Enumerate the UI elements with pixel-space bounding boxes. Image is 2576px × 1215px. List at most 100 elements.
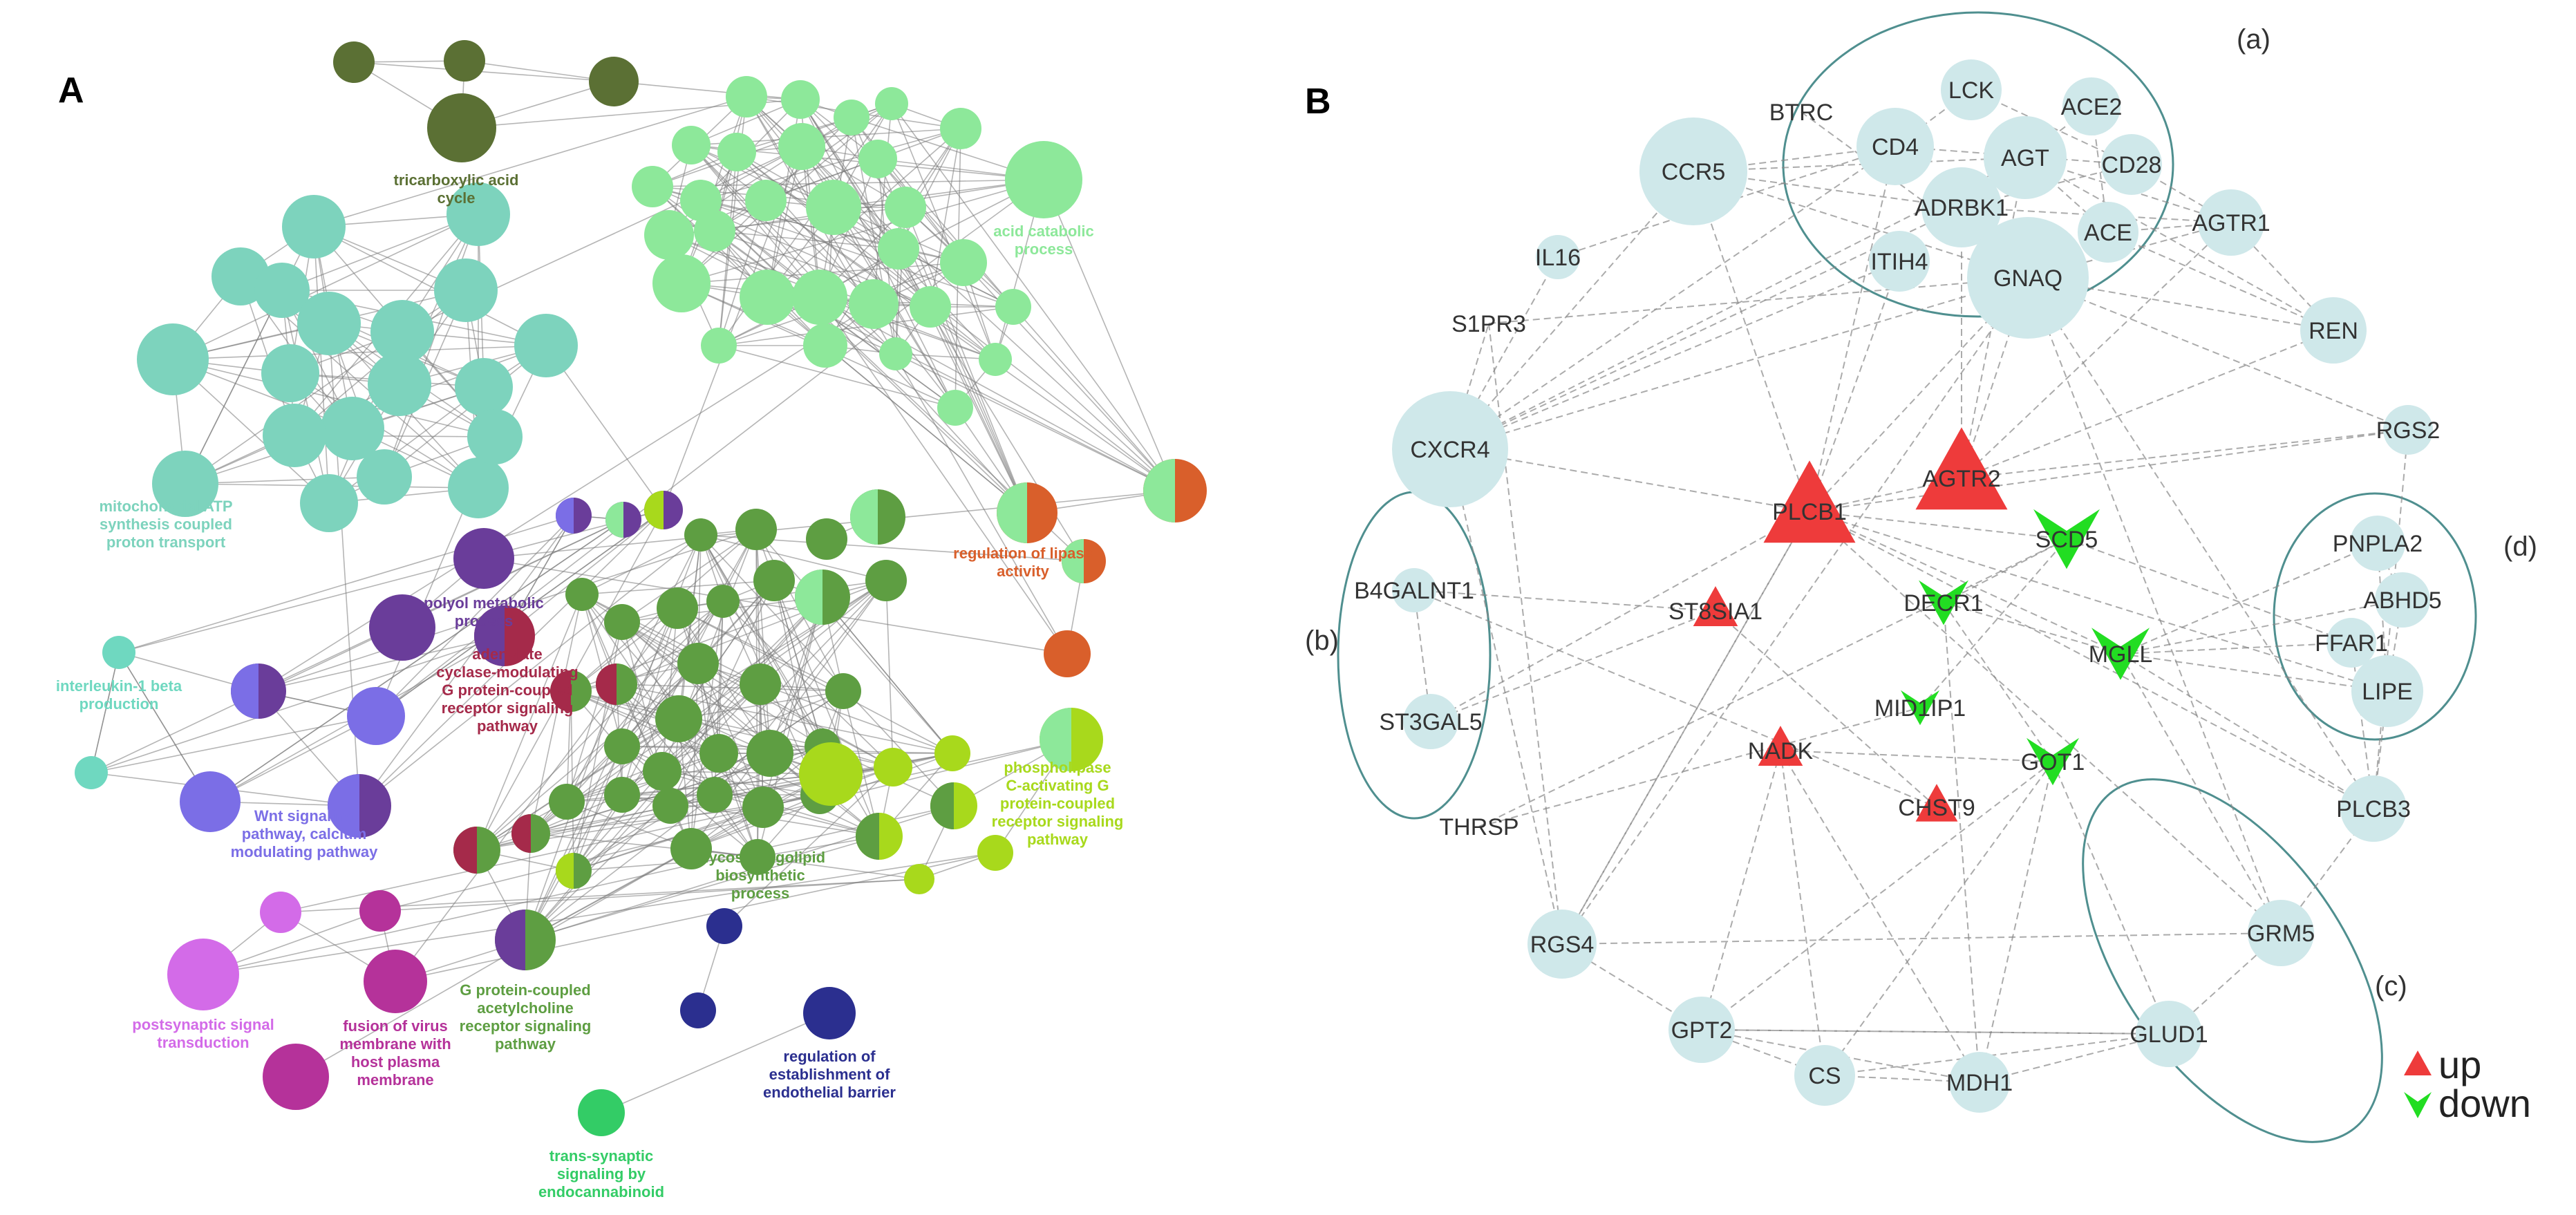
term-node (453, 528, 514, 589)
term-edge (476, 601, 724, 851)
gene-node-pnpla2 (2350, 516, 2405, 571)
term-node (261, 344, 319, 402)
gene-label-ccr5: CCR5 (1662, 159, 1726, 185)
gene-label-cs: CS (1808, 1063, 1841, 1089)
term-node (875, 87, 908, 120)
cluster-label-line: pathway (1027, 831, 1089, 848)
term-edge (384, 214, 479, 478)
cluster-label-line: establishment of (769, 1066, 890, 1083)
down-chevron-mid1ip1 (1901, 690, 1939, 726)
term-node (604, 728, 640, 764)
module-label: (d) (2503, 531, 2537, 562)
term-edge (885, 580, 894, 768)
term-node-pie-slice (453, 827, 477, 874)
term-edge (395, 852, 996, 982)
gene-label-lck: LCK (1948, 77, 1994, 104)
term-edge (91, 635, 505, 773)
gene-label-lipe: LIPE (2362, 679, 2413, 705)
term-edge (700, 200, 1014, 308)
gene-edge (1430, 610, 1716, 722)
term-node (904, 864, 934, 894)
gene-label-pnpla2: PNPLA2 (2333, 531, 2423, 557)
gene-node-adrbk1 (1921, 167, 2002, 247)
gene-edge (1961, 429, 2409, 479)
term-node (604, 777, 640, 813)
term-node (652, 788, 688, 824)
cluster-label-line: cycle (437, 189, 475, 207)
term-edge (581, 534, 702, 595)
term-node (282, 195, 346, 258)
term-edge (375, 262, 964, 717)
gene-node-ccr5 (1639, 117, 1747, 225)
gene-node-ace (2078, 202, 2138, 263)
gene-edge (1961, 330, 2334, 479)
cluster-label-line: transduction (157, 1034, 249, 1051)
term-node (865, 560, 907, 601)
term-edge (313, 96, 747, 227)
gene-edge (1701, 750, 1781, 1030)
term-edge (700, 200, 1028, 514)
term-edge (203, 805, 955, 975)
term-node (995, 289, 1031, 325)
cluster-label-line: process (731, 885, 789, 902)
term-node (849, 279, 899, 329)
down-chevron-got1 (2027, 737, 2079, 786)
term-edge (616, 684, 844, 692)
cluster-label-line: cyclase-modulating (436, 663, 578, 681)
term-edge (185, 290, 283, 484)
term-node (643, 752, 681, 791)
gene-edge (1413, 590, 1716, 612)
term-edge (621, 621, 831, 775)
gene-edge (1693, 171, 1810, 512)
term-edge (718, 345, 956, 408)
cluster-label-line: adenylate (472, 646, 543, 663)
gene-node-rgs2 (2383, 405, 2433, 455)
gene-edge (1561, 511, 1810, 945)
gene-node-ace2 (2062, 77, 2121, 135)
term-node-pie-slice (850, 489, 878, 545)
gene-label-rgs4: RGS4 (1530, 932, 1595, 958)
gene-label-itih4: ITIH4 (1870, 249, 1928, 275)
term-node (858, 140, 897, 178)
gene-label-rgs2: RGS2 (2376, 417, 2441, 444)
gene-node-il16 (1536, 235, 1580, 279)
term-edge (581, 580, 775, 595)
term-edge (91, 652, 120, 773)
term-edge (525, 746, 623, 941)
term-node (885, 187, 926, 228)
term-node-pie-slice (795, 569, 822, 625)
term-edge (697, 663, 715, 795)
term-node (368, 352, 431, 416)
term-edge (822, 596, 953, 754)
term-edge (573, 621, 623, 872)
up-triangle-st8sia1 (1693, 586, 1738, 626)
gene-label-nadk: NADK (1748, 738, 1814, 764)
term-node (803, 987, 856, 1039)
cluster-label-line: regulation of (783, 1048, 876, 1065)
gene-label-chst9: CHST9 (1898, 795, 1975, 821)
gene-edge (1449, 277, 2029, 450)
gene-label-agtr1: AGTR1 (2192, 210, 2270, 236)
term-edge (209, 519, 624, 802)
cluster-label-line: acetylcholine (477, 999, 573, 1017)
term-node-pie-slice (644, 491, 664, 529)
gene-edge (2131, 164, 2232, 223)
term-node (746, 730, 793, 777)
gene-edge (1809, 277, 2029, 512)
up-triangle-chst9 (1915, 784, 1958, 822)
term-node (444, 40, 485, 82)
term-node (977, 835, 1013, 871)
term-edge (930, 306, 1028, 514)
down-chevron-decr1 (1919, 580, 1968, 625)
legend-up-icon (2404, 1051, 2432, 1075)
module-label: (c) (2375, 971, 2407, 1001)
term-edge (905, 207, 1028, 514)
term-edge (613, 81, 801, 100)
panel-letter-a: A (58, 70, 84, 111)
